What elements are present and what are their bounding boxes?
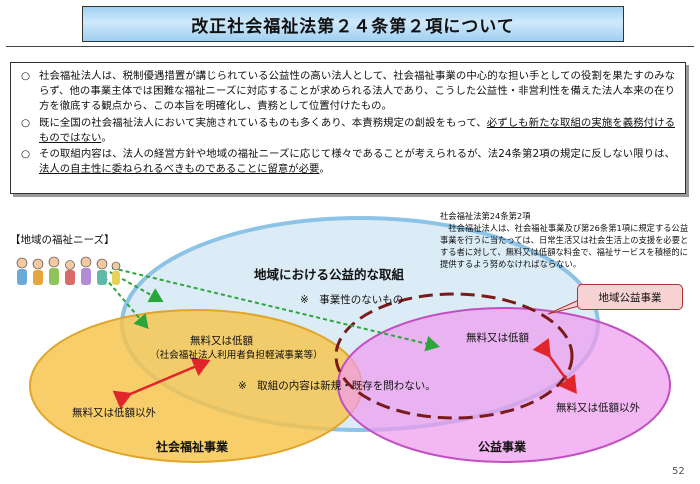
- law-article-title: 社会福祉法第24条第2項: [440, 211, 531, 221]
- bullet-text: 既に全国の社会福祉法人において実施されているものも多くあり、本責務規定の創設をも…: [39, 116, 675, 146]
- not-free-label-right: 無料又は低額以外: [556, 402, 640, 414]
- page-number: 52: [672, 466, 685, 477]
- bullet-text: 社会福祉法人は、税制優遇措置が講じられている公益性の高い法人として、社会福祉事業…: [39, 69, 675, 115]
- needs-label: 【地域の福祉ニーズ】: [10, 234, 115, 246]
- bullet-mark: ○: [21, 148, 31, 161]
- needs-arrow-welfare: [99, 271, 149, 330]
- bullet-text-part: 既に全国の社会福祉法人において実施されているものも多くあり、本責務規定の創設をも…: [39, 116, 487, 129]
- range-arrow-right: [532, 338, 577, 395]
- bullet-emphasis: 必ずしも新たな取組の実施を義務付けるものではない: [39, 116, 675, 144]
- content-note: ※ 取組の内容は新規・既存を問わない。: [238, 380, 436, 392]
- bullet-mark: ○: [21, 70, 31, 82]
- community-people-icon: [16, 256, 121, 285]
- bullet-text-part: その取組内容は、法人の経営方針や地域の福祉ニーズに応じて様々であることが考えられ…: [39, 148, 675, 161]
- range-arrow-left: [112, 357, 211, 410]
- local-public-interest-callout: 地域公益事業: [577, 284, 683, 310]
- bullet-text: その取組内容は、法人の経営方針や地域の福祉ニーズに応じて様々であることが考えられ…: [39, 147, 675, 177]
- no-business-note: ※ 事業性のないもの: [300, 294, 404, 306]
- bullet-text-part: 社会福祉法人は、税制優遇措置が講じられている公益性の高い法人として、社会福祉事業…: [39, 70, 675, 113]
- summary-bullet: ○ 既に全国の社会福祉法人において実施されているものも多くあり、本責務規定の創設を…: [21, 116, 675, 146]
- law-article-body: 社会福祉法人は、社会福祉事業及び第26条第1項に規定する公益事業を行うに当たって…: [440, 223, 689, 269]
- free-low-sublabel-left: （社会福祉法人利用者負担軽減事業等）: [150, 350, 323, 361]
- not-free-label-left: 無料又は低額以外: [72, 407, 156, 419]
- law-article-note: 社会福祉法第24条第2項 社会福祉法人は、社会福祉事業及び第26条第1項に規定す…: [440, 210, 692, 270]
- free-low-label-left: 無料又は低額: [190, 335, 253, 347]
- public-interest-label: 公益事業: [478, 440, 527, 454]
- page-title-text: 改正社会福祉法第２４条第２項について: [191, 16, 515, 37]
- free-low-label-right: 無料又は低額: [466, 332, 529, 344]
- title-divider: [6, 46, 694, 47]
- summary-bullet: ○ その取組内容は、法人の経営方針や地域の福祉ニーズに応じて様々であることが考えら…: [21, 147, 675, 177]
- public-initiative-label: 地域における公益的な取組: [254, 267, 405, 282]
- social-welfare-label: 社会福祉事業: [156, 440, 229, 454]
- bullet-mark: ○: [21, 116, 31, 129]
- public-interest-circle: [337, 307, 671, 463]
- bullet-text-part: 。: [319, 163, 330, 176]
- summary-bullet: ○ 社会福祉法人は、税制優遇措置が講じられている公益性の高い法人として、社会福祉事…: [21, 69, 675, 115]
- summary-box: ○ 社会福祉法人は、税制優遇措置が講じられている公益性の高い法人として、社会福祉事…: [10, 62, 686, 194]
- callout-text: 地域公益事業: [598, 291, 662, 304]
- page-title: 改正社会福祉法第２４条第２項について: [82, 6, 624, 42]
- bullet-text-part: 。: [101, 131, 112, 144]
- bullet-emphasis: 法人の自主性に委ねられるべきものであることに留意が必要: [39, 163, 320, 176]
